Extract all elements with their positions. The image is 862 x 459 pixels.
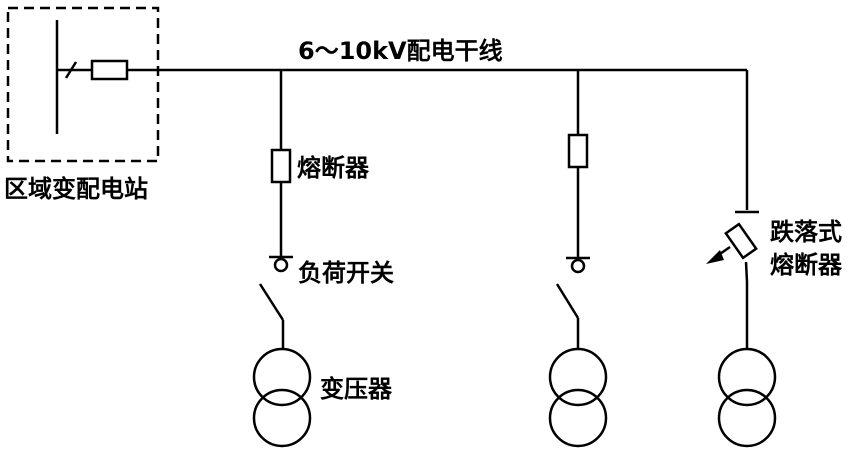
branch-2-transformer-primary: [548, 347, 608, 407]
dropout-fuse-label-line1: 跌落式: [770, 218, 842, 246]
fuse-label: 熔断器: [297, 154, 370, 182]
branch-1-switch-blade: [258, 283, 285, 321]
branch-2-switch-blade: [555, 283, 580, 319]
branch-1-transformer-primary: [252, 347, 312, 407]
transformer-label: 变压器: [320, 375, 393, 403]
branch-3-dropout-fuse: [724, 222, 758, 260]
substation-fuse: [90, 59, 129, 81]
dropout-fuse-label-line2: 熔断器: [770, 251, 843, 279]
branch-2-transformer-secondary: [548, 388, 608, 448]
branch-2-fuse: [567, 133, 589, 169]
branch-3-transformer-secondary: [717, 388, 777, 448]
branch-3-fuse-lead: [744, 261, 749, 283]
branch-3-transformer-primary: [717, 347, 777, 407]
substation-boundary: [6, 6, 160, 163]
station-label: 区域变配电站: [4, 175, 148, 203]
feeder-label: 6～10kV配电干线: [298, 37, 503, 65]
disconnector-mark: [64, 61, 78, 79]
branch-1-switch-pivot: [273, 257, 289, 273]
branch-2-switch-pivot: [570, 258, 586, 274]
branch-1-transformer-secondary: [252, 388, 312, 448]
load-switch-label: 负荷开关: [298, 259, 394, 287]
branch-3-arrow-head: [706, 250, 724, 264]
branch-1-fuse: [270, 148, 292, 184]
